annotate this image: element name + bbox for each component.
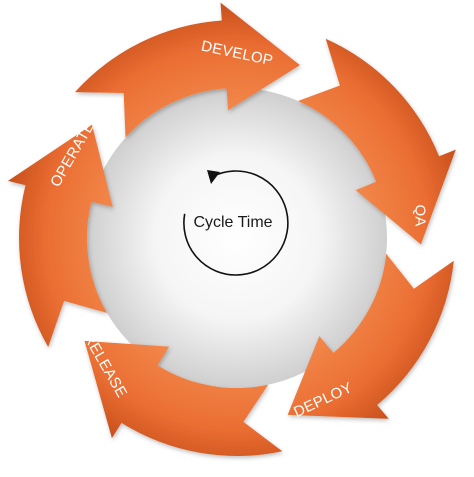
center-label: Cycle Time [193,214,272,231]
cycle-arrows [8,2,456,456]
arrow-segment-release [84,340,283,456]
inner-disc [87,88,387,388]
stage-label-qa: QA [412,204,429,226]
arrow-segment-operate [8,124,113,347]
arrow-segment-develop [75,2,300,138]
arrow-segment-qa [298,38,456,245]
arrow-segment-deploy [287,253,454,419]
circular-arrow-icon [183,170,289,276]
